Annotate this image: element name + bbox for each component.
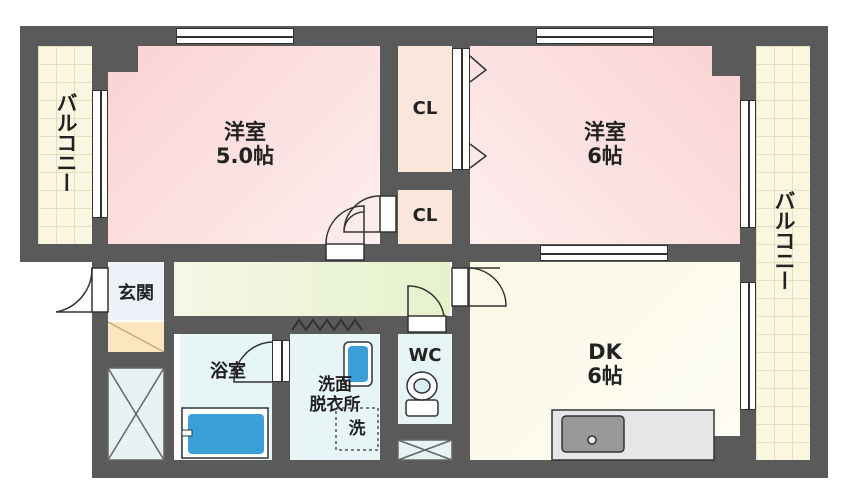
wall-wc-bottom [398,424,452,440]
entrance-step-line [107,321,165,353]
washbasin [343,341,373,387]
toilet-fixture [405,371,439,417]
outer-wall-left [20,26,40,262]
window-right-room2 [740,100,756,228]
dk-door [451,267,507,307]
western-room-1-name: 洋室 [224,120,266,144]
storage-x [107,367,453,461]
wall-closet-between [380,172,470,190]
closet-1-label: CL [412,98,438,119]
toilet-label: WC [408,345,442,366]
closet-1 [398,46,452,172]
dk-name: DK [588,340,622,364]
bath-door [233,341,273,383]
wall-entry-mid [108,352,174,368]
balcony-right-label: バルコニー [772,190,796,290]
window-top-room1 [176,28,294,44]
entrance-door [55,267,109,313]
entrance-label: 玄関 [118,283,154,304]
washroom-line2: 脱衣所 [309,394,361,415]
western-room-2-name: 洋室 [584,120,626,144]
western-room-2 [470,46,740,244]
entrance [108,262,164,320]
window-top-room2 [536,28,654,44]
closet-sliding-door [452,48,470,170]
closet1-fold-marks [469,55,488,169]
partition-room2-dk [540,245,668,261]
bathtub [181,407,269,459]
balcony-left [38,46,92,244]
washer-space [335,407,379,451]
western-room-1 [108,46,380,244]
closet-2-label: CL [412,205,438,226]
outer-wall-right [810,26,828,478]
dk-size: 6帖 [587,364,623,389]
dk-label: DK 6帖 [560,340,650,388]
washroom-label: 洗面 脱衣所 [294,375,376,415]
hallway [174,262,450,316]
washroom-line1: 洗面 [318,375,352,395]
wall-corner-br [712,436,740,460]
closet-2 [398,190,452,244]
balcony-left-label: バルコニー [54,92,78,192]
wall-corner-tr2 [712,46,740,76]
western-room-1-label: 洋室 5.0帖 [200,120,290,168]
bathroom-label: 浴室 [210,361,246,382]
wc-door [407,285,447,333]
balcony-right [756,46,810,460]
wall-corner-tl1 [108,46,138,72]
western-room-1-size: 5.0帖 [215,144,275,169]
washroom-curtain [291,318,363,332]
window-left-room1 [92,90,108,218]
western-room-2-label: 洋室 6帖 [560,120,650,168]
wall-wash-right [380,334,398,468]
western-room-2-size: 6帖 [587,144,623,169]
room1-door [325,205,365,261]
closet2-door [343,195,397,233]
left-lower-wall [92,262,108,478]
kitchen-counter [551,409,715,461]
washer-label: 洗 [348,419,366,439]
bath-door-panel [272,340,290,382]
wall-wc-right [452,262,470,468]
window-right-dk [740,282,756,410]
